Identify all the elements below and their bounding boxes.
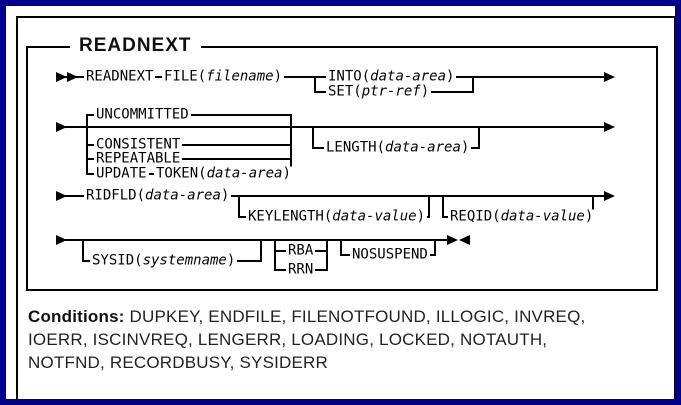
- variable-text: data-value: [500, 208, 585, 225]
- rail-line-v: [238, 195, 240, 218]
- keyword-text: FILE(: [164, 68, 207, 85]
- keyword-text: NOSUSPEND: [352, 246, 428, 263]
- rail-line-v: [442, 195, 444, 218]
- token-update: UPDATE: [94, 165, 149, 182]
- rail-line-h: [86, 144, 292, 146]
- statement-end-icon: [447, 235, 458, 245]
- variable-text: data-value: [332, 208, 417, 225]
- keyword-text: UPDATE: [96, 165, 147, 182]
- variable-text: data-area: [385, 139, 461, 156]
- token-keylength: KEYLENGTH(data-value): [246, 208, 428, 225]
- variable-text: data-area: [206, 165, 283, 182]
- token-into: INTO(data-area): [326, 68, 457, 85]
- rail-line-v: [428, 195, 430, 218]
- rail-line-v: [314, 76, 316, 93]
- keyword-text: ): [584, 208, 594, 225]
- keyword-text: ): [446, 68, 455, 85]
- statement-end-icon: [459, 235, 470, 245]
- rail-line-h: [56, 239, 448, 241]
- rail-line-h: [56, 195, 604, 197]
- token-readnext: READNEXT: [84, 68, 156, 85]
- conditions-line: Conditions: DUPKEY, ENDFILE, FILENOTFOUN…: [28, 305, 656, 328]
- keyword-text: REQID(: [450, 208, 501, 225]
- conditions-line: IOERR, ISCINVREQ, LENGERR, LOADING, LOCK…: [28, 328, 656, 351]
- keyword-text: RBA: [288, 242, 314, 259]
- row-continue-arrow-icon: [56, 235, 67, 245]
- keyword-text: READNEXT: [86, 68, 154, 85]
- conditions-text: NOTFND, RECORDBUSY, SYSIDERR: [28, 353, 328, 372]
- rail-line-v: [260, 239, 262, 262]
- token-token: TOKEN(data-area): [154, 165, 293, 182]
- keyword-text: RRN: [288, 261, 314, 278]
- token-length: LENGTH(data-area): [324, 139, 472, 156]
- token-ridfld: RIDFLD(data-area): [84, 187, 232, 204]
- token-repeatable: REPEATABLE: [94, 150, 183, 167]
- keyword-text: ): [420, 83, 430, 100]
- rail-line-v: [312, 126, 314, 149]
- conditions-text: IOERR, ISCINVREQ, LENGERR, LOADING, LOCK…: [28, 330, 548, 349]
- token-uncommitted: UNCOMMITTED: [94, 106, 191, 123]
- rail-line-h: [86, 158, 292, 160]
- token-sysid: SYSID(systemname): [90, 252, 238, 269]
- keyword-text: REPEATABLE: [96, 150, 181, 167]
- keyword-text: KEYLENGTH(: [248, 208, 333, 225]
- token-nosuspend: NOSUSPEND: [350, 246, 430, 263]
- rail-line-v: [274, 239, 276, 271]
- rail-line-v: [434, 239, 436, 256]
- keyword-text: TOKEN(: [156, 165, 207, 182]
- keyword-text: ): [282, 165, 291, 182]
- keyword-text: SYSID(: [92, 252, 143, 269]
- row-end-arrow-icon: [604, 191, 615, 201]
- start-arrow-icon: [67, 72, 78, 82]
- keyword-text: ): [220, 187, 230, 204]
- variable-text: data-area: [145, 187, 221, 204]
- keyword-text: UNCOMMITTED: [96, 106, 189, 123]
- row-continue-arrow-icon: [56, 122, 67, 132]
- rail-line-v: [472, 76, 474, 93]
- conditions-text: DUPKEY, ENDFILE, FILENOTFOUND, ILLOGIC, …: [124, 307, 586, 326]
- conditions-paragraph: Conditions: DUPKEY, ENDFILE, FILENOTFOUN…: [28, 305, 656, 374]
- syntax-diagram-box: READNEXT: [26, 35, 658, 291]
- keyword-text: LENGTH(: [326, 139, 386, 156]
- row-end-arrow-icon: [604, 72, 615, 82]
- rail-line-v: [82, 239, 84, 262]
- token-rrn: RRN: [286, 261, 316, 278]
- token-set: SET(ptr-ref): [326, 83, 432, 100]
- start-arrow-icon: [56, 72, 67, 82]
- keyword-text: CONSISTENT: [96, 136, 181, 153]
- token-consistent: CONSISTENT: [94, 136, 183, 153]
- token-file: FILE(filename): [162, 68, 285, 85]
- keyword-text: ): [416, 208, 426, 225]
- conditions-label: Conditions:: [28, 307, 125, 326]
- rail-line-v: [592, 195, 594, 218]
- keyword-text: RIDFLD(: [86, 187, 146, 204]
- variable-text: data-area: [370, 68, 447, 85]
- variable-text: filename: [206, 68, 274, 85]
- rail-line-v: [478, 126, 480, 149]
- token-rba: RBA: [286, 242, 316, 259]
- variable-text: systemname: [142, 252, 227, 269]
- syntax-diagram-title: READNEXT: [70, 35, 201, 57]
- rail-line-v: [340, 239, 342, 256]
- keyword-text: ): [226, 252, 236, 269]
- variable-text: ptr-ref: [361, 83, 421, 100]
- keyword-text: ): [460, 139, 470, 156]
- token-reqid: REQID(data-value): [448, 208, 596, 225]
- row-continue-arrow-icon: [56, 191, 67, 201]
- rail-line-v: [326, 239, 328, 271]
- rail-line-h: [56, 126, 604, 128]
- keyword-text: INTO(: [328, 68, 371, 85]
- keyword-text: ): [273, 68, 283, 85]
- row-end-arrow-icon: [604, 122, 615, 132]
- keyword-text: SET(: [328, 83, 362, 100]
- conditions-line: NOTFND, RECORDBUSY, SYSIDERR: [28, 351, 656, 374]
